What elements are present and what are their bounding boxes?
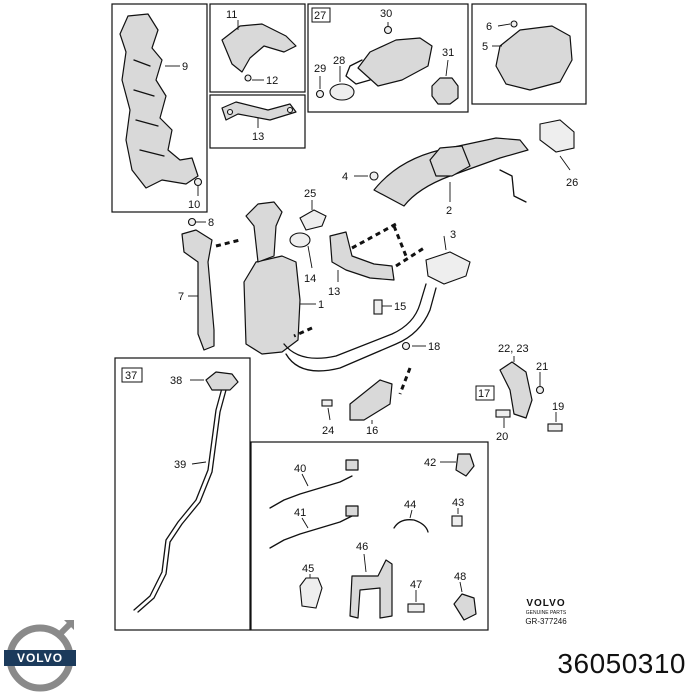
callout-40: 40 <box>294 463 306 475</box>
callout-31: 31 <box>442 47 454 59</box>
callout-47: 47 <box>410 579 422 591</box>
bolt-47 <box>407 603 425 613</box>
callout-14: 14 <box>304 273 316 285</box>
callout-6: 6 <box>486 21 492 33</box>
callout-12: 12 <box>266 75 278 87</box>
callout-13a: 13 <box>252 131 264 143</box>
bolt-4 <box>369 171 379 181</box>
nut-21 <box>535 385 545 395</box>
bolt-6 <box>510 20 518 28</box>
bracket-13 <box>221 101 297 121</box>
part-number: 36050310 <box>557 648 686 679</box>
callout-2: 2 <box>446 205 452 217</box>
sensor-40 <box>269 475 353 509</box>
callout-16: 16 <box>366 425 378 437</box>
bolt-20 <box>495 409 511 418</box>
gasket-28 <box>329 83 355 101</box>
bracket-13-main <box>329 231 395 281</box>
boxed-17 <box>475 385 495 401</box>
sensor-41 <box>269 515 353 549</box>
bolt-10 <box>193 177 203 187</box>
callout-5: 5 <box>482 41 488 53</box>
callout-20: 20 <box>496 431 508 443</box>
bracket-46 <box>349 559 393 619</box>
frame-kit-37 <box>114 357 251 631</box>
callout-15: 15 <box>394 301 406 313</box>
callout-43: 43 <box>452 497 464 509</box>
heat-shield-5 <box>495 25 573 91</box>
callout-41: 41 <box>294 507 306 519</box>
logo-wordmark: VOLVO <box>17 651 63 665</box>
svg-text:27: 27 <box>314 10 326 22</box>
callout-26: 26 <box>566 177 578 189</box>
callout-4: 4 <box>342 171 348 183</box>
callout-11: 11 <box>226 9 237 21</box>
callout-24: 24 <box>322 425 334 437</box>
clamp-25 <box>299 209 327 231</box>
boxed-27 <box>311 7 331 23</box>
bolt-30 <box>383 25 393 35</box>
clamp-48 <box>453 593 477 621</box>
bolt-43 <box>451 515 463 527</box>
svg-text:37: 37 <box>125 370 137 382</box>
stamp-subtitle: GENUINE PARTS <box>526 610 567 616</box>
stamp-brand: VOLVO <box>526 598 565 609</box>
clamp-31 <box>431 77 459 105</box>
heat-shield-9-ribs <box>133 59 165 157</box>
frame-sensors <box>250 441 489 631</box>
callout-22-23: 22, 23 <box>498 343 529 355</box>
bolt-15 <box>373 299 383 315</box>
nut-18 <box>401 341 411 351</box>
bracket-16 <box>349 379 393 421</box>
catalyst-30-body <box>357 37 433 87</box>
callout-39: 39 <box>174 459 186 471</box>
callout-29: 29 <box>314 63 326 75</box>
clip-44 <box>393 519 429 533</box>
callout-21: 21 <box>536 361 548 373</box>
svg-text:17: 17 <box>478 388 490 400</box>
flange-gasket-26 <box>539 119 575 153</box>
front-pipe <box>285 287 437 372</box>
bracket-22-23 <box>499 361 533 419</box>
catalytic-converter-1 <box>243 255 301 355</box>
sensor-38 <box>205 371 239 391</box>
callout-1: 1 <box>318 299 324 311</box>
callout-30: 30 <box>380 8 392 20</box>
bracket-7 <box>181 229 215 351</box>
callout-38: 38 <box>170 375 182 387</box>
callout-45: 45 <box>302 563 314 575</box>
pressure-pipe-39 <box>133 387 223 611</box>
boxed-37 <box>121 367 143 383</box>
callout-44: 44 <box>404 499 416 511</box>
heat-shield-9 <box>119 13 199 189</box>
callout-18: 18 <box>428 341 440 353</box>
callout-48: 48 <box>454 571 466 583</box>
callout-13b: 13 <box>328 286 340 298</box>
bolt-24 <box>321 399 333 407</box>
bolt-12 <box>244 74 252 82</box>
bolt-8 <box>187 217 197 227</box>
nut-29 <box>315 89 325 99</box>
callout-28: 28 <box>333 55 345 67</box>
callout-8: 8 <box>208 217 214 229</box>
sensor-42 <box>455 453 475 477</box>
gasket-14 <box>289 232 311 248</box>
volvo-logo: VOLVO <box>4 619 76 692</box>
callout-9: 9 <box>182 61 188 73</box>
callout-7: 7 <box>178 291 184 303</box>
stamp-reference: GR-377246 <box>525 617 567 626</box>
heat-shield-11 <box>221 23 297 73</box>
gasket-3 <box>425 251 471 285</box>
callout-10: 10 <box>188 199 200 211</box>
callout-42: 42 <box>424 457 436 469</box>
callout-46: 46 <box>356 541 368 553</box>
clip-45 <box>299 577 323 609</box>
callout-3: 3 <box>450 229 456 241</box>
inlet-pipe-1 <box>245 201 283 263</box>
bolt-19 <box>547 423 563 432</box>
callout-25: 25 <box>304 188 316 200</box>
callout-19: 19 <box>552 401 564 413</box>
